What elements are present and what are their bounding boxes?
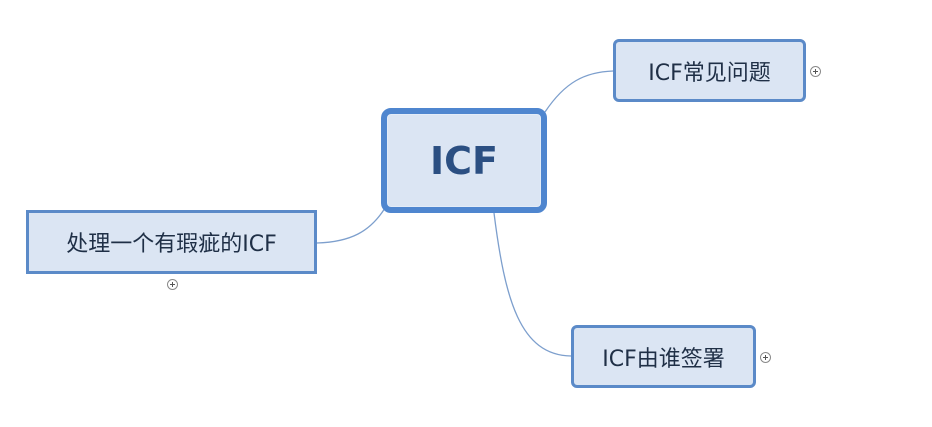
connector-to-defect <box>316 207 386 244</box>
topic-icf-defect-label: 处理一个有瑕疵的ICF <box>66 232 277 257</box>
plus-circle-icon[interactable] <box>167 279 178 290</box>
topic-icf-signer-label: ICF由谁签署 <box>602 346 725 372</box>
plus-circle-icon[interactable] <box>810 66 821 77</box>
connector-to-signer <box>493 212 572 357</box>
central-topic[interactable]: ICF <box>381 108 547 213</box>
topic-icf-faq[interactable]: ICF常见问题 <box>613 39 806 102</box>
topic-icf-signer[interactable]: ICF由谁签署 <box>571 325 756 388</box>
topic-icf-faq-label: ICF常见问题 <box>648 60 771 86</box>
connector-to-faq <box>544 70 614 113</box>
topic-icf-defect[interactable]: 处理一个有瑕疵的ICF <box>26 210 317 274</box>
central-topic-label: ICF <box>430 138 498 183</box>
plus-circle-icon[interactable] <box>760 352 771 363</box>
